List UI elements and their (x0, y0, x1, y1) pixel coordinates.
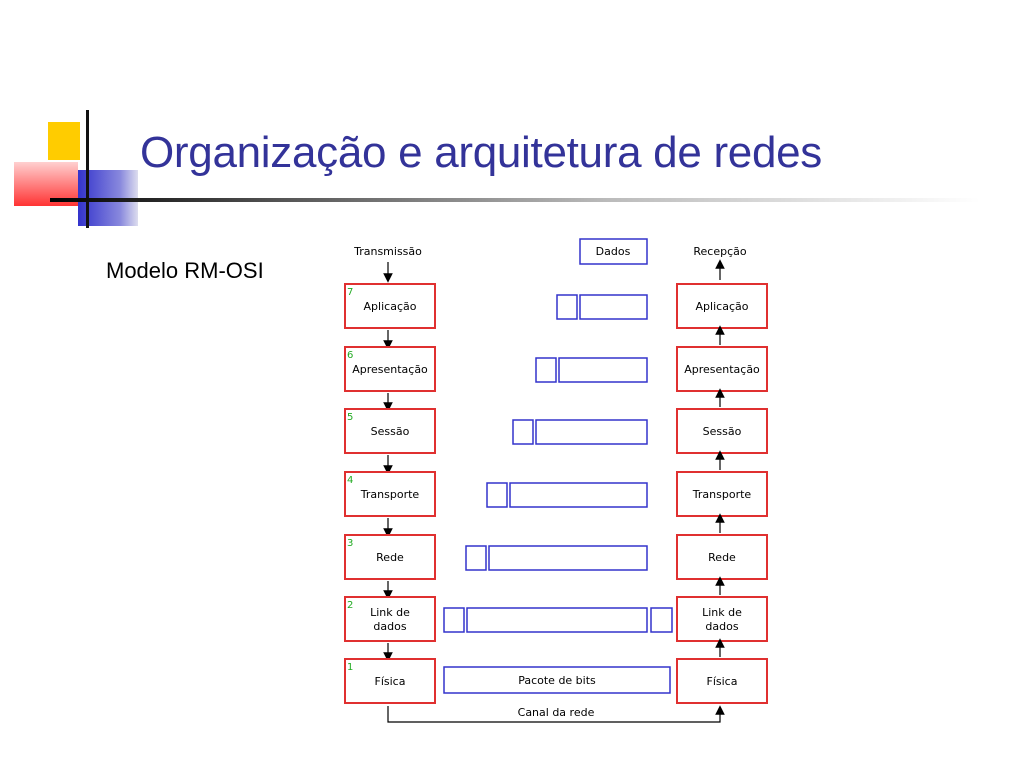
layer-number: 6 (347, 350, 353, 361)
receiver-layer-label: Rede (708, 551, 736, 564)
receiver-layer-box (676, 534, 768, 580)
network-channel-line (387, 705, 725, 723)
data-box-label: Dados (596, 245, 631, 258)
receiver-layer-label: Física (707, 675, 738, 688)
receiver-layer-label-line-1: Link de (702, 606, 742, 619)
sender-layer-label: Física (375, 675, 406, 688)
sender-layer-label: Sessão (371, 425, 410, 438)
bit-packet-label: Pacote de bits (518, 674, 596, 687)
sender-layer-box (344, 534, 436, 580)
sender-layer-box (344, 471, 436, 517)
header-block (465, 545, 487, 571)
sender-layer-box (344, 658, 436, 704)
receiver-layer-label-line-2: dados (705, 620, 738, 633)
trailer-block (650, 607, 673, 633)
receiver-layer-label: Apresentação (684, 363, 760, 376)
bit-packet-box (443, 666, 671, 694)
payload-block (535, 419, 648, 445)
yellow-square-decoration (48, 122, 80, 160)
sender-layer-box (344, 283, 436, 329)
header-block (486, 482, 508, 508)
sender-layer-label-line-2: dados (373, 620, 406, 633)
sender-layer-label: Rede (376, 551, 404, 564)
sender-layer-box (344, 346, 436, 392)
payload-block (558, 357, 648, 383)
network-channel-label: Canal da rede (518, 706, 595, 719)
transmission-header: Transmissão (353, 245, 422, 258)
receiver-layer-label: Transporte (692, 488, 752, 501)
page-subtitle: Modelo RM-OSI (106, 258, 264, 283)
data-box (579, 238, 648, 265)
receiver-layer-box (676, 658, 768, 704)
layer-number: 4 (347, 475, 353, 486)
layer-number: 2 (347, 600, 353, 611)
vertical-line-decoration (86, 110, 89, 228)
sender-layer-box (344, 596, 436, 642)
title-underline (50, 198, 980, 202)
layer-number: 7 (347, 287, 353, 298)
payload-block (466, 607, 648, 633)
header-block (535, 357, 557, 383)
payload-block (579, 294, 648, 320)
receiver-layer-label: Aplicação (696, 300, 749, 313)
header-block (556, 294, 578, 320)
sender-layer-label: Apresentação (352, 363, 428, 376)
sender-layer-label: Transporte (360, 488, 420, 501)
receiver-layer-box (676, 596, 768, 642)
layer-number: 5 (347, 412, 353, 423)
reception-header: Recepção (693, 245, 747, 258)
page-title: Organização e arquitetura de redes (140, 128, 823, 177)
sender-layer-box (344, 408, 436, 454)
header-block (512, 419, 534, 445)
layer-number: 3 (347, 538, 353, 549)
payload-block (488, 545, 648, 571)
receiver-layer-label: Sessão (703, 425, 742, 438)
receiver-layer-box (676, 471, 768, 517)
receiver-layer-box (676, 408, 768, 454)
sender-layer-label: Aplicação (364, 300, 417, 313)
receiver-layer-box (676, 346, 768, 392)
layer-number: 1 (347, 662, 353, 673)
payload-block (509, 482, 648, 508)
header-block (443, 607, 465, 633)
sender-layer-label-line-1: Link de (370, 606, 410, 619)
